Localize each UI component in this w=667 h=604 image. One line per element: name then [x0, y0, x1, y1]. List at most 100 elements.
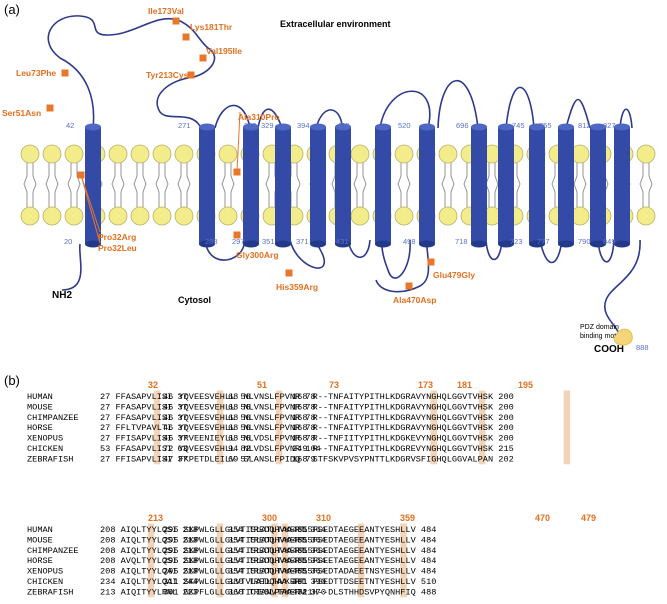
alignment-segment: 68 NLVNSLFPVNR 78 [228, 392, 316, 402]
alignment-position-label: 479 [581, 513, 596, 523]
species-label: CHIMPANZEE [27, 546, 79, 556]
alignment-highlight-column [281, 523, 289, 598]
mutation-label: Lys181Thr [190, 22, 233, 32]
helix-top [590, 123, 606, 131]
helix-bottom [199, 240, 215, 248]
lipid-tail [133, 163, 147, 207]
alignment-segment: 208 AIQLTYYLQAI 218 [100, 567, 198, 577]
species-label: ZEBRAFISH [27, 587, 73, 597]
helix-top [471, 123, 487, 131]
species-label: HUMAN [27, 525, 53, 535]
alignment-segment: 295 SKPWLGLLGLVTISLATLTAA 315 [163, 525, 313, 535]
species-label: HUMAN [27, 392, 53, 402]
residue-number-bottom: 790 [578, 237, 591, 246]
mutation-pointer [236, 111, 241, 173]
alignment-position-label: 32 [148, 380, 158, 390]
residue-number-bottom: 288 [205, 237, 218, 246]
cytosol-label: Cytosol [178, 295, 211, 305]
helix-bottom [419, 240, 435, 248]
alignment-segment: 27 FFASAPVLISI 37 [100, 402, 188, 412]
residue-number-top: 696 [456, 121, 469, 130]
alignment-segment: 168 R--TNFAITYPITHLKDGRAVYNGHQLGGVTVHSK … [292, 423, 514, 433]
pdz-motif-shape [613, 328, 633, 346]
mutation-label: His359Arg [276, 282, 318, 292]
alignment-segment: 471 H--DLSTHHDSVPYQNHFIQ 488 [292, 587, 436, 597]
nh2-label: NH2 [52, 290, 72, 301]
helix-top [243, 123, 259, 131]
alignment-segment: 295 SKPWLGLLGLVTISLATLTAA 315 [163, 567, 313, 577]
extracellular-label: Extracellular environment [280, 19, 391, 29]
alignment-segment: 491 FSEDTTDSEETNTYESHLLV 510 [292, 577, 436, 587]
residue-number-bottom: 849 [603, 237, 616, 246]
mutation-marker [233, 231, 241, 239]
residue-number-bottom: 888 [636, 343, 649, 352]
residue-number-top: 409 [337, 121, 350, 130]
alignment-segment: 354 TREDQHVKERT 364 [228, 546, 326, 556]
helix-body [419, 127, 435, 244]
mutation-label: Gly300Arg [236, 250, 279, 260]
helix-bottom [375, 240, 391, 248]
residue-number-bottom: 351 [262, 237, 275, 246]
species-label: HORSE [27, 423, 53, 433]
alignment-segment: 46 YQVEESVEHLL 56 [163, 423, 251, 433]
alignment-highlight-column [357, 523, 365, 598]
alignment-segment: 168 R--TNFAITYPITHLKDGRAVYNGHQLGGVTVHSK … [292, 392, 514, 402]
alignment-segment: 68 NLVDSLFPVNR 78 [228, 434, 316, 444]
alignment-highlight-column [400, 523, 407, 598]
lipid-tail [67, 163, 81, 207]
polypeptide-chain [47, 15, 641, 337]
lipid-head-bottom [130, 206, 150, 226]
alignment-position-label: 195 [518, 380, 533, 390]
mutation-label: Pro32Leu [98, 243, 137, 253]
residue-number-top: 520 [398, 121, 411, 130]
alignment-segment: 168 R--TNFAITYPITHLKDGRAVYNGHQLGGVTVHSK … [292, 413, 514, 423]
residue-number-top: 319 [244, 121, 257, 130]
helix-top [310, 123, 326, 131]
helix-body [529, 127, 545, 244]
residue-number-top: 745 [512, 121, 525, 130]
lipid-head-top [20, 144, 40, 164]
alignment-segment: 354 TREDQHVKERT 364 [228, 525, 326, 535]
alignment-segment: 465 FSEDTAEGEEANTYESHLLV 484 [292, 525, 436, 535]
residue-number-top: 394 [297, 121, 310, 130]
alignment-segment: 168 R--TNFAITYPITHLKDGRAVYNGHQLGGVTVHSK … [292, 402, 514, 412]
lipid-tail [177, 163, 191, 207]
alignment-segment: 234 AIQLTYYLQAI 244 [100, 577, 198, 587]
alignment-highlight-column [153, 390, 161, 465]
species-label: HORSE [27, 556, 53, 566]
alignment-highlight-column [563, 390, 571, 465]
residue-number-bottom: 431 [336, 237, 349, 246]
helix-bottom [85, 240, 101, 248]
lipid-head-top [394, 144, 414, 164]
alignment-highlight-column [275, 390, 283, 465]
lipid-tail [155, 163, 169, 207]
species-label: MOUSE [27, 535, 53, 545]
alignment-segment: 465 FSEDTAEGEEANTYESHLLV 484 [292, 535, 436, 545]
helix-body [590, 127, 606, 244]
mutation-marker [172, 17, 180, 25]
residue-number-bottom: 297 [232, 237, 245, 246]
residue-number-top: 329 [261, 121, 274, 130]
species-label: MOUSE [27, 402, 53, 412]
alignment-segment: 94 NLVDSLFPVNR 104 [228, 444, 321, 454]
mutation-marker [187, 71, 195, 79]
alignment-segment: 46 YRVEENIEYLL 56 [163, 434, 251, 444]
lipid-head-top [152, 144, 172, 164]
alignment-highlight-column [430, 390, 437, 465]
alignment-segment: 68 NLVNSLFPVNR 78 [228, 402, 316, 412]
alignment-segment: 465 FSEDTAEGEEANTYESHLLV 484 [292, 546, 436, 556]
mutation-label: Tyr213Cys [146, 70, 189, 80]
mutation-marker [285, 269, 293, 277]
helix-bottom [614, 240, 630, 248]
alignment-segment: 208 AIQLTYYLQSI 218 [100, 535, 198, 545]
alignment-segment: 68 NLVNSLFPVNR 78 [228, 423, 316, 433]
alignment-segment: 27 FFASAPVLISI 37 [100, 413, 188, 423]
mutation-marker [46, 104, 54, 112]
alignment-segment: 47 FKPETDLEILV 57 [163, 454, 251, 464]
alignment-position-label: 173 [418, 380, 433, 390]
residue-number-bottom: 723 [510, 237, 523, 246]
residue-number-top: 271 [178, 121, 191, 130]
helix-body [498, 127, 514, 244]
